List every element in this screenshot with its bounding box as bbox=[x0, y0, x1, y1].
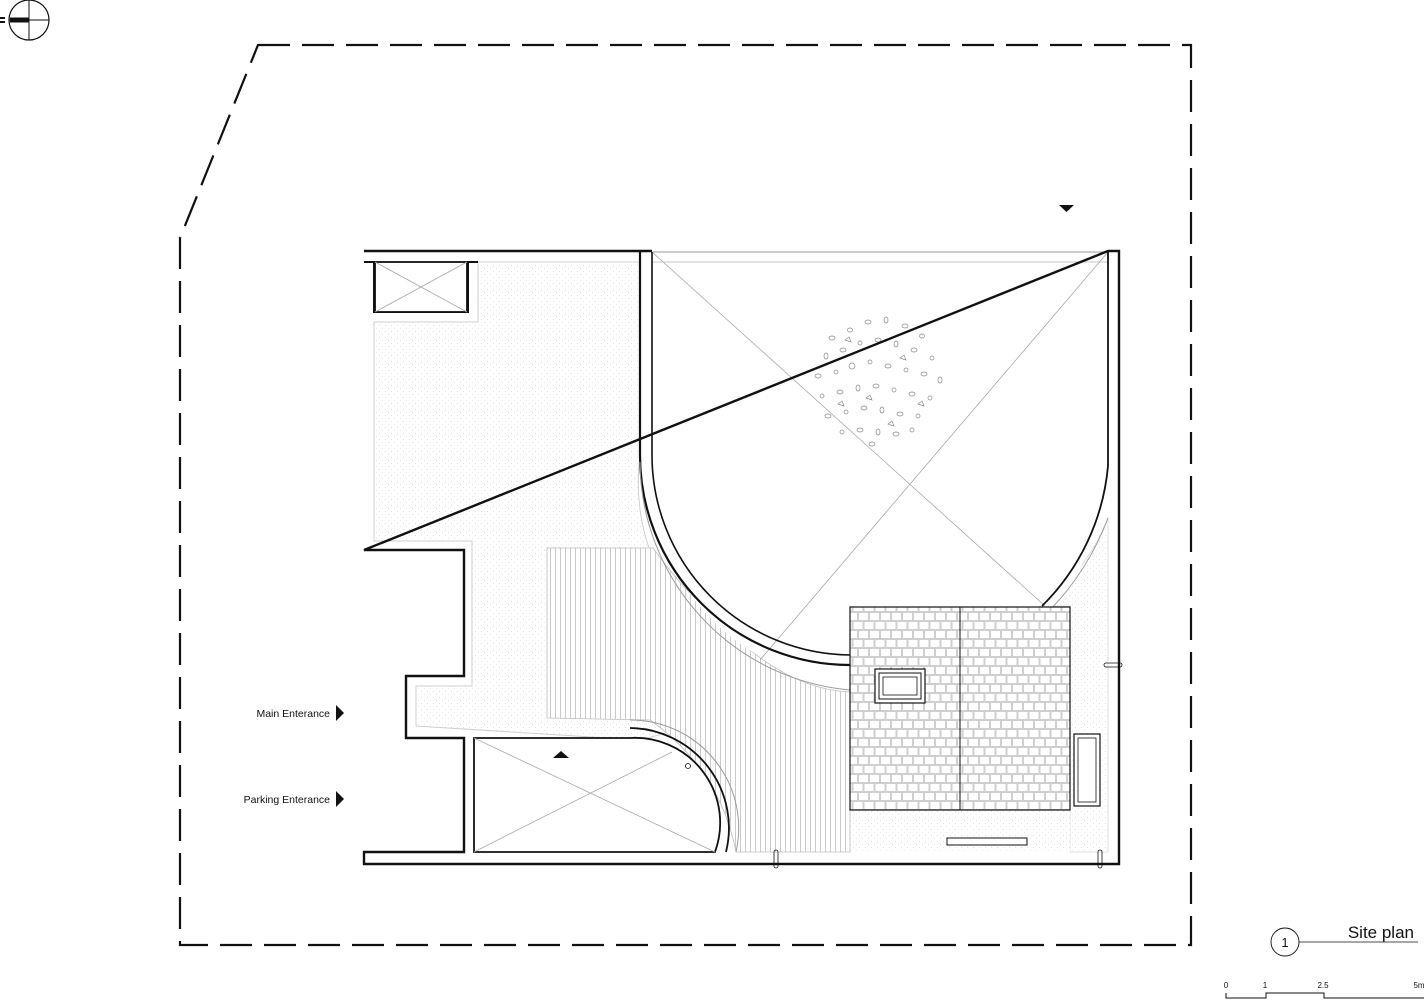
diagonal-guide bbox=[651, 251, 1046, 607]
storage-box bbox=[374, 261, 468, 313]
drawing-title: Site plan bbox=[1348, 923, 1414, 942]
level-marker-icon bbox=[553, 751, 569, 758]
tree-canopy bbox=[814, 316, 943, 447]
scale-bar: 0 1 2.5 5m bbox=[1224, 981, 1424, 999]
skylight bbox=[874, 668, 926, 704]
main-entrance-label: Main Enterance bbox=[256, 708, 330, 720]
brick-paving bbox=[849, 606, 1071, 811]
parking-entrance-arrow-icon bbox=[336, 791, 344, 807]
north-arrow-icon bbox=[0, 0, 50, 41]
main-entrance-arrow-icon bbox=[336, 705, 344, 721]
site-boundary bbox=[178, 43, 1193, 947]
south-paved-strip bbox=[850, 810, 1070, 852]
drain-marks bbox=[773, 662, 1123, 869]
scale-tick-label: 1 bbox=[1263, 981, 1268, 990]
level-marker-icon bbox=[1059, 205, 1074, 212]
parking-entrance-label: Parking Enterance bbox=[244, 794, 331, 806]
garden-curved-wall bbox=[638, 252, 851, 667]
bench bbox=[946, 837, 1028, 846]
building-outline bbox=[362, 249, 1121, 866]
planter-box bbox=[1073, 733, 1101, 807]
scale-tick-label: 0 bbox=[1224, 981, 1229, 990]
scale-tick-label: 2.5 bbox=[1317, 981, 1329, 990]
scale-tick-label: 5m bbox=[1413, 981, 1424, 990]
diagonal-guide bbox=[759, 251, 1109, 661]
drawing-number: 1 bbox=[1281, 935, 1288, 950]
title-block: 1 Site plan bbox=[1270, 923, 1418, 957]
garden-lawn bbox=[651, 252, 1108, 685]
parking-area bbox=[473, 719, 740, 853]
